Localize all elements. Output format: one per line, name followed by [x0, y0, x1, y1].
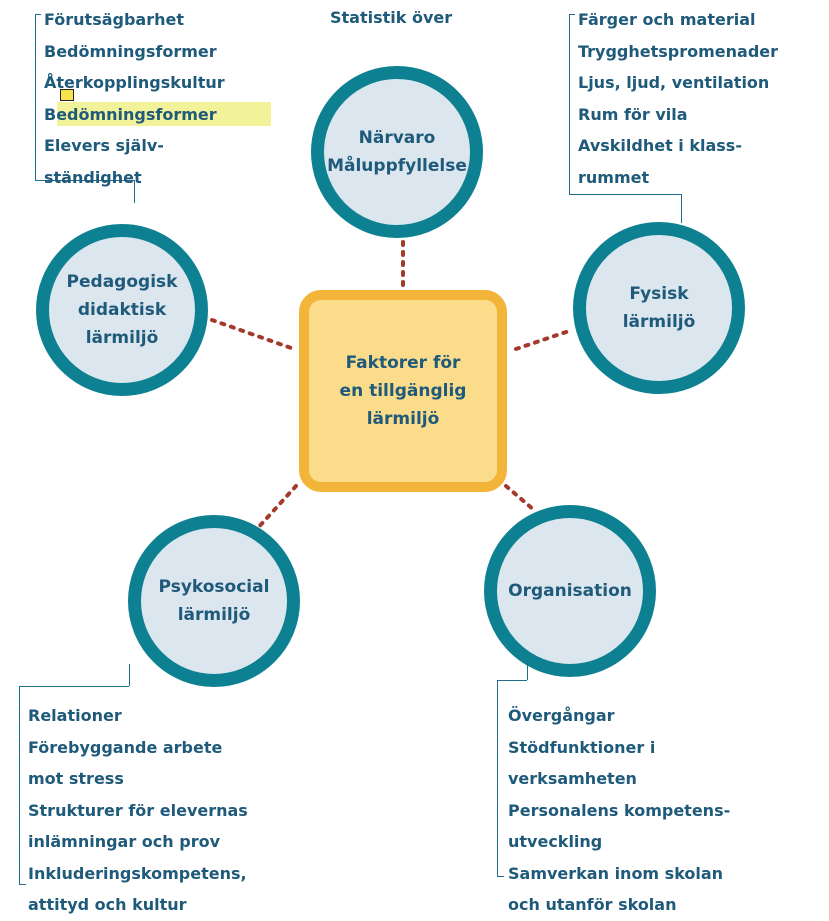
node-psykosocial: Psykosocial lärmiljö — [128, 515, 300, 687]
list-item: mot stress — [28, 769, 124, 788]
center-line-1: Faktorer för — [345, 353, 461, 373]
connector-psykosocial — [254, 484, 298, 532]
list-item: utveckling — [508, 832, 603, 851]
connector-organisation — [504, 484, 536, 512]
bracket-fysisk — [569, 14, 570, 194]
list-item: Personalens kompetens- — [508, 800, 731, 820]
list-item: Förutsägbarhet — [44, 10, 185, 29]
list-organisation: Övergångar Stödfunktioner i verksamheten… — [508, 700, 730, 921]
node-fysisk: Fysisk lärmiljö — [573, 222, 745, 394]
bracket-psykosocial — [19, 686, 26, 885]
list-item: och utanför skolan — [508, 895, 677, 914]
list-item-highlighted: Bedömningsformer — [44, 104, 217, 124]
list-item: Återkopplingskultur — [44, 73, 225, 92]
bracket-fysisk-top — [569, 14, 575, 15]
list-fysisk: Färger och material Trygghetspromenader … — [578, 4, 778, 193]
center-line-2: en tillgänglig — [339, 381, 467, 401]
node-pedagogisk-line-2: didaktisk — [77, 300, 167, 320]
list-item: Förebyggande arbete — [28, 737, 223, 757]
bracket-pedagogisk-top — [35, 14, 41, 15]
connector-fysisk — [514, 328, 574, 351]
list-item: Färger och material — [578, 10, 756, 29]
list-item: Ljus, ljud, ventilation — [578, 73, 770, 92]
list-item: Trygghetspromenader — [578, 41, 779, 61]
list-item: Inkluderingskompetens, — [28, 863, 247, 883]
list-item: Avskildhet i klass- — [578, 136, 742, 155]
list-item: Övergångar — [508, 706, 615, 725]
list-item: Bedömningsformer — [44, 41, 217, 61]
list-item: Elevers själv- — [44, 136, 164, 155]
node-narvaro-line-1: Närvaro — [358, 128, 436, 148]
node-psykosocial-line-1: Psykosocial — [158, 577, 270, 597]
node-fysisk-line-2: lärmiljö — [622, 312, 696, 332]
bracket-organisation-tail — [527, 660, 528, 680]
bracket-psykosocial-tail — [129, 664, 130, 686]
center-node: Faktorer för en tillgänglig lärmiljö — [299, 290, 507, 492]
list-item: Strukturer för elevernas — [28, 800, 248, 820]
node-fysisk-line-1: Fysisk — [629, 284, 689, 304]
bracket-pedagogisk — [35, 14, 42, 180]
highlight-marker — [57, 102, 271, 126]
node-pedagogisk-line-3: lärmiljö — [85, 328, 159, 348]
center-line-3: lärmiljö — [366, 409, 440, 429]
node-organisation: Organisation — [484, 505, 656, 677]
list-psykosocial: Relationer Förebyggande arbete mot stres… — [28, 700, 248, 921]
list-pedagogisk: Förutsägbarhet Bedömningsformer Återkopp… — [44, 4, 225, 193]
bracket-organisation — [497, 680, 504, 877]
node-pedagogisk-line-1: Pedagogisk — [66, 272, 178, 292]
bracket-fysisk-tail — [569, 194, 682, 223]
list-item: rummet — [578, 167, 650, 187]
list-item: inlämningar och prov — [28, 832, 221, 851]
list-item: Rum för vila — [578, 104, 688, 124]
node-organisation-line-1: Organisation — [508, 581, 632, 601]
list-item: Relationer — [28, 706, 122, 725]
bracket-pedagogisk-tail — [35, 180, 135, 203]
node-narvaro: Närvaro Måluppfyllelse — [311, 66, 483, 238]
list-item: ständighet — [44, 167, 142, 187]
list-item: attityd och kultur — [28, 895, 187, 914]
caption-top: Statistik över — [330, 8, 453, 27]
bracket-psykosocial-top — [19, 686, 129, 687]
node-pedagogisk: Pedagogisk didaktisk lärmiljö — [36, 224, 208, 396]
connector-pedagogisk — [210, 318, 296, 351]
list-item: Stödfunktioner i — [508, 737, 656, 757]
list-item: Samverkan inom skolan — [508, 863, 724, 883]
bracket-organisation-top — [497, 680, 527, 681]
node-psykosocial-line-2: lärmiljö — [177, 605, 251, 625]
node-narvaro-line-2: Måluppfyllelse — [327, 156, 467, 176]
list-item: verksamheten — [508, 769, 637, 788]
comment-icon[interactable] — [60, 89, 74, 101]
